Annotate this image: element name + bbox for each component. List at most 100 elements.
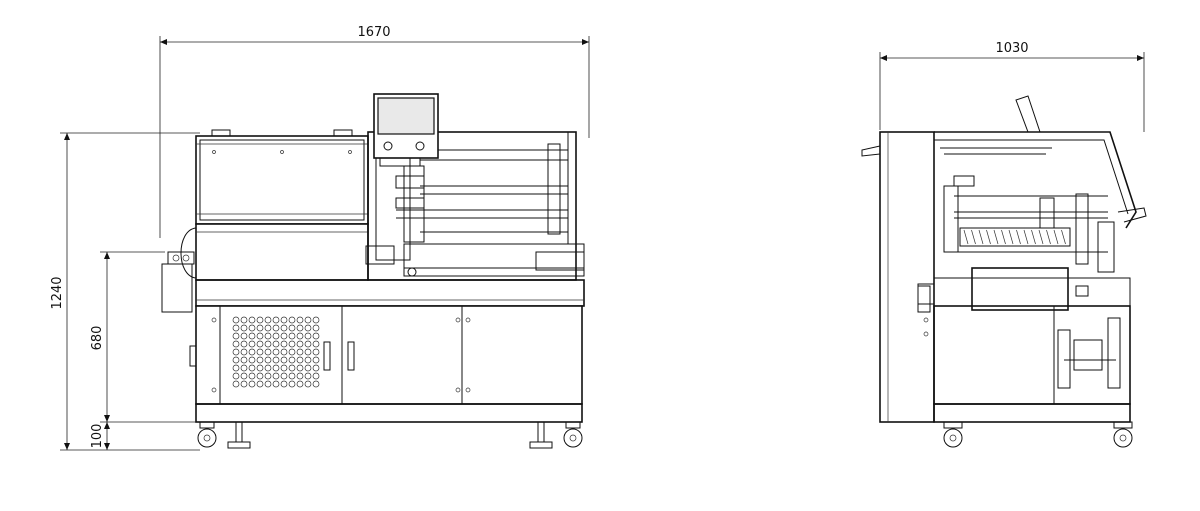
vent-grid <box>232 316 320 388</box>
vent-hole <box>304 348 312 356</box>
side-cabinet <box>933 305 1131 423</box>
vent-hole <box>304 356 312 364</box>
vent-hole <box>240 356 248 364</box>
casters-front <box>197 421 583 449</box>
roller-tooth <box>986 229 991 245</box>
vent-hole <box>296 356 304 364</box>
vent-hole <box>264 324 272 332</box>
vent-hole <box>312 372 320 380</box>
roller-tooth <box>1008 229 1014 245</box>
roller-tooth <box>1046 229 1051 245</box>
vent-hole <box>256 348 264 356</box>
roller-tooth <box>993 229 999 245</box>
vent-hole <box>264 348 272 356</box>
vent-hole <box>248 348 256 356</box>
control-panel <box>373 93 439 167</box>
vent-hole <box>256 340 264 348</box>
vent-hole <box>272 332 280 340</box>
roller-tooth <box>971 229 976 245</box>
vent-hole <box>272 340 280 348</box>
side-view <box>861 95 1147 448</box>
vent-hole <box>240 348 248 356</box>
upper-cover <box>195 129 369 225</box>
vent-hole <box>232 348 240 356</box>
vent-hole <box>296 316 304 324</box>
vent-hole <box>280 372 288 380</box>
vent-hole <box>288 356 296 364</box>
vent-hole <box>312 380 320 388</box>
vent-hole <box>296 372 304 380</box>
vent-hole <box>256 364 264 372</box>
vent-hole <box>272 316 280 324</box>
vent-hole <box>264 316 272 324</box>
table-top <box>195 279 585 307</box>
tunnel-box <box>971 267 1069 311</box>
dimension-total-height: 1240 <box>50 132 200 451</box>
roller-tooth <box>1061 229 1066 245</box>
base-frame <box>195 403 583 423</box>
vent-hole <box>288 316 296 324</box>
vent-hole <box>288 372 296 380</box>
roller-teeth <box>963 229 1066 245</box>
vent-hole <box>296 348 304 356</box>
roller-tooth <box>1053 229 1059 245</box>
dimension-side-depth: 1030 <box>879 41 1145 132</box>
vent-hole <box>288 380 296 388</box>
vent-hole <box>256 372 264 380</box>
vent-hole <box>312 348 320 356</box>
roller-tooth <box>1023 229 1029 245</box>
side-depth-label: 1030 <box>995 41 1028 56</box>
vent-hole <box>312 364 320 372</box>
total-height-label: 1240 <box>50 276 65 309</box>
vent-hole <box>272 380 280 388</box>
middle-band <box>161 223 369 313</box>
sealing-arch <box>934 95 1147 229</box>
base-height-label: 100 <box>90 424 105 449</box>
vent-hole <box>240 340 248 348</box>
vent-hole <box>280 356 288 364</box>
vent-hole <box>272 348 280 356</box>
vent-hole <box>248 372 256 380</box>
vent-hole <box>232 316 240 324</box>
vent-hole <box>256 324 264 332</box>
vent-hole <box>312 356 320 364</box>
front-width-label: 1670 <box>357 25 390 40</box>
vent-hole <box>248 332 256 340</box>
roller-tooth <box>1016 229 1021 245</box>
vent-hole <box>240 332 248 340</box>
vent-hole <box>248 316 256 324</box>
vent-hole <box>280 348 288 356</box>
vent-hole <box>304 340 312 348</box>
side-mechanism <box>943 175 1115 273</box>
dimension-lines: 1670 1030 1240 680 100 <box>50 25 1145 451</box>
vent-hole <box>248 356 256 364</box>
vent-hole <box>288 364 296 372</box>
vent-hole <box>240 372 248 380</box>
vent-hole <box>264 332 272 340</box>
door-handle-left <box>323 341 331 371</box>
vent-hole <box>280 324 288 332</box>
vent-hole <box>312 316 320 324</box>
vent-hole <box>296 324 304 332</box>
dimension-base-height: 100 <box>90 421 200 450</box>
vent-hole <box>264 364 272 372</box>
vent-hole <box>288 348 296 356</box>
vent-hole <box>280 340 288 348</box>
vent-hole <box>312 324 320 332</box>
vent-hole <box>304 316 312 324</box>
vent-hole <box>240 380 248 388</box>
vent-hole <box>296 380 304 388</box>
work-height-label: 680 <box>90 326 105 351</box>
vent-hole <box>296 332 304 340</box>
vent-hole <box>280 380 288 388</box>
side-body <box>879 131 935 423</box>
vent-hole <box>272 356 280 364</box>
vent-hole <box>296 340 304 348</box>
vent-hole <box>272 372 280 380</box>
vent-hole <box>264 372 272 380</box>
dimension-front-width: 1670 <box>159 25 590 238</box>
vent-hole <box>304 372 312 380</box>
vent-hole <box>304 380 312 388</box>
vent-hole <box>248 324 256 332</box>
